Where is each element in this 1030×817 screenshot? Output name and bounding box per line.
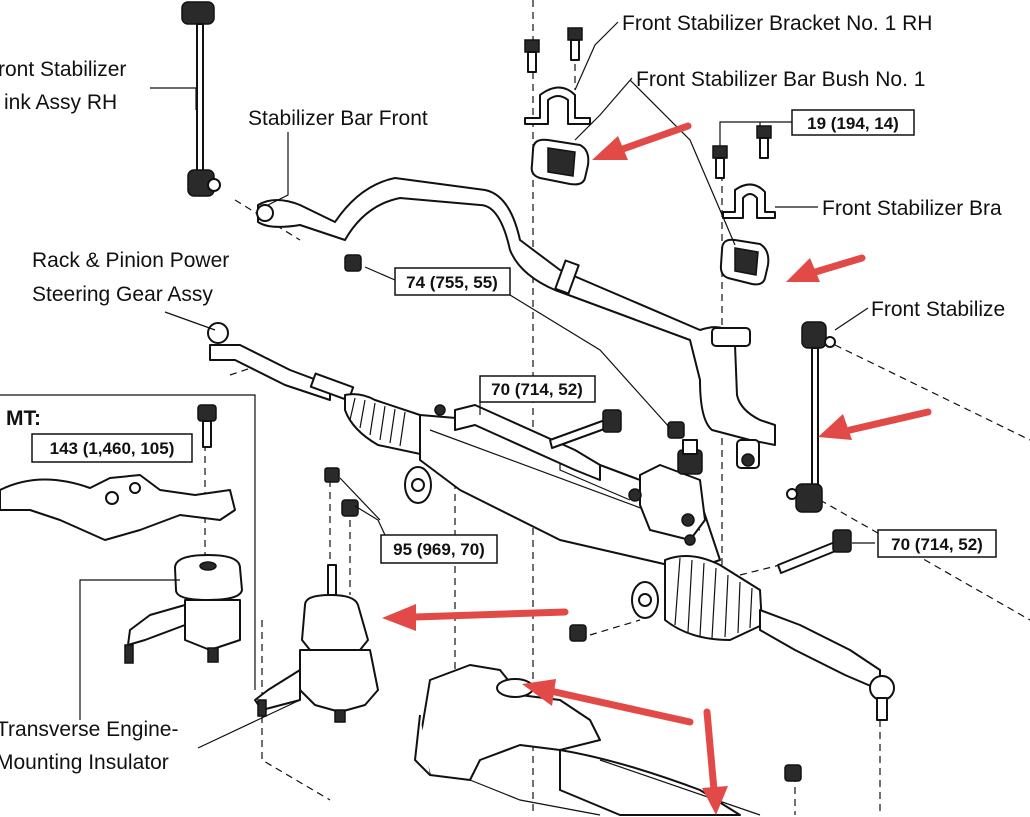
label-bar-bush-no1: Front Stabilizer Bar Bush No. 1 — [636, 68, 925, 91]
leader-lines — [79, 21, 875, 749]
bracket-lh-assembly — [712, 125, 776, 286]
torque-spec-mount-nuts: 95 (969, 70) — [393, 540, 485, 559]
steering-rack — [207, 322, 895, 721]
red-arrow-bush-lh — [786, 254, 866, 282]
label-engine-mount-line2: Mounting Insulator — [0, 751, 169, 774]
label-rack-line1: Rack & Pinion Power — [32, 249, 229, 272]
stabilizer-link-lh — [786, 321, 836, 513]
red-arrow-link-lh — [818, 408, 932, 440]
label-stabilizer-bar-front: Stabilizer Bar Front — [248, 107, 428, 130]
label-link-lh: Front Stabilize — [871, 298, 1005, 321]
stabilizer-link-rh — [181, 1, 221, 197]
label-engine-mount-line1: Transverse Engine- — [0, 718, 178, 741]
red-arrow-crossmember-down — [702, 708, 728, 815]
red-arrow-crossmember-hole — [522, 679, 694, 726]
label-link-rh-line2: ink Assy RH — [4, 91, 117, 114]
torque-spec-rack-bolt-right: 70 (714, 52) — [891, 535, 983, 554]
torque-spec-stabilizer-nut: 74 (755, 55) — [406, 273, 498, 292]
torque-box-stabilizer-nut: 74 (755, 55) — [394, 267, 511, 296]
red-arrow-bush-rh — [592, 122, 692, 160]
stabilizer-nuts — [344, 254, 685, 439]
rack-bolt-upper — [549, 409, 622, 449]
rack-bolt-right — [777, 529, 852, 574]
part-labels: ront Stabilizer ink Assy RH Stabilizer B… — [0, 12, 1005, 774]
label-bracket-no1-rh: Front Stabilizer Bracket No. 1 RH — [622, 12, 932, 35]
label-link-rh-line1: ront Stabilizer — [0, 58, 126, 81]
torque-box-rack-bolt-right: 70 (714, 52) — [877, 529, 997, 558]
label-mt: MT: — [6, 407, 41, 430]
mt-inset — [0, 394, 256, 690]
stabilizer-bar-front — [256, 177, 776, 469]
red-arrow-engine-mount — [382, 604, 569, 631]
bracket-rh-assembly — [524, 27, 591, 186]
annotation-arrows — [382, 122, 932, 815]
torque-box-mount-nuts: 95 (969, 70) — [380, 534, 498, 564]
torque-box-mt-bolt: 143 (1,460, 105) — [31, 433, 193, 463]
torque-box-rack-bolt-upper: 70 (714, 52) — [479, 375, 596, 403]
torque-box-bracket-bolts: 19 (194, 14) — [791, 109, 915, 136]
engine-mount — [254, 467, 379, 723]
torque-spec-mt-bolt: 143 (1,460, 105) — [50, 439, 175, 458]
torque-spec-bracket-bolts: 19 (194, 14) — [807, 114, 899, 133]
crossmember — [414, 664, 802, 816]
torque-spec-rack-bolt-upper: 70 (714, 52) — [491, 380, 583, 399]
label-bracket-lh: Front Stabilizer Bra — [822, 197, 1002, 220]
label-rack-line2: Steering Gear Assy — [32, 283, 213, 306]
